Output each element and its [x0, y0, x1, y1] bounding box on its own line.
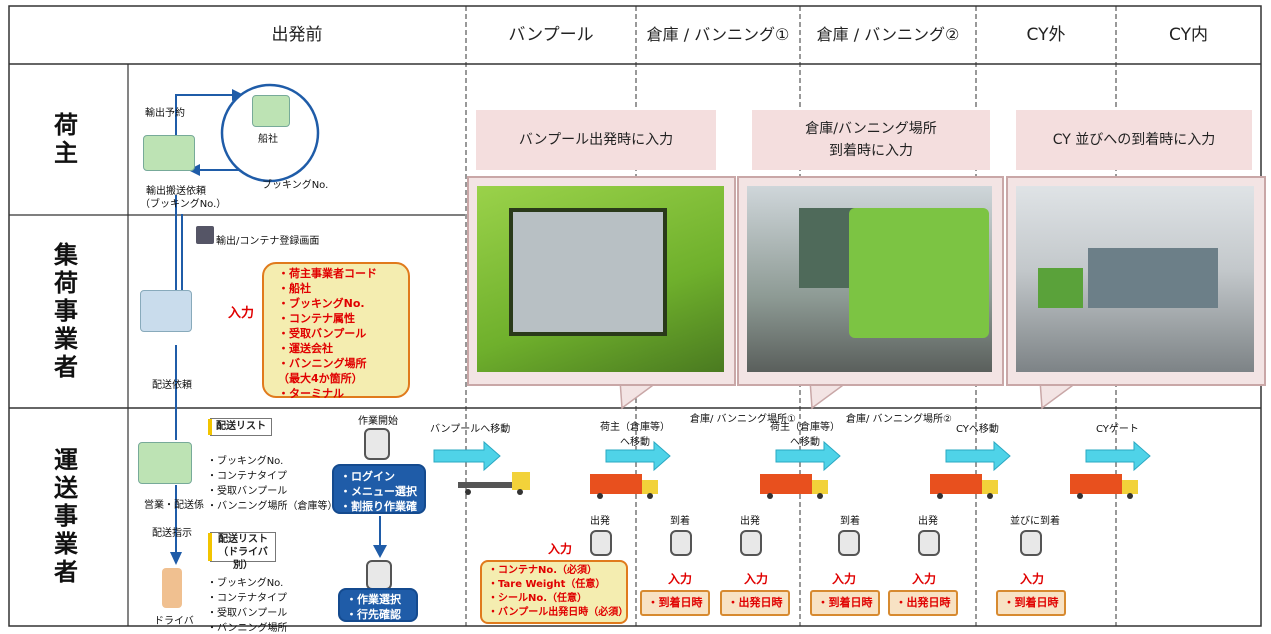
registration-item: ・ターミナル [278, 387, 344, 400]
delivery-list-item: ・コンテナタイプ [207, 471, 287, 482]
callout-cy: CY 並びへの到着時に入力 [1016, 110, 1252, 170]
delivery-request-label: 配送依頼 [152, 380, 192, 391]
registration-screen-label: 輸出/コンテナ登録画面 [216, 236, 320, 247]
mobile-phone-icon [670, 530, 692, 556]
header-cy-inside: CY内 [1169, 25, 1208, 45]
depart-label: 出発 [740, 516, 760, 527]
computer-icon [196, 226, 214, 244]
header-van-pool: バンプール [508, 25, 594, 45]
driver-list-tag: 配送リスト（ドライバ別） [208, 532, 276, 571]
arrive-label: 到着 [840, 516, 860, 527]
mobile-phone-icon [740, 530, 762, 556]
move-cy-label: CYへ移動 [956, 424, 999, 435]
move-shipper-label-2: 荷主（倉庫等）へ移動 [770, 422, 840, 448]
warehouse-location-1-label: 倉庫/ バンニング場所① [690, 414, 797, 425]
line-up-arrive-label: 並びに到着 [1010, 516, 1060, 527]
mobile-phone-icon [838, 530, 860, 556]
input-label: 入力 [832, 572, 857, 586]
header-pre-departure: 出発前 [271, 25, 323, 45]
delivery-list-item: ・バンニング場所（倉庫等） [207, 501, 338, 512]
shipping-company-label: 船社 [258, 134, 278, 145]
input-label: 入力 [744, 572, 769, 586]
departure-time-field: ・出発日時 [720, 590, 790, 616]
driver-list-item: ・受取バンプール [207, 608, 288, 619]
callout-warehouse: 倉庫/バンニング場所到着時に入力 [752, 110, 990, 170]
role-shipper: 荷主 [49, 111, 78, 168]
truck-icon [458, 472, 530, 495]
registration-item: （最大4か箇所） [278, 372, 363, 385]
registration-item: ・コンテナ属性 [278, 312, 355, 325]
registration-item: ・船社 [278, 282, 311, 295]
mobile-phone-icon [918, 530, 940, 556]
login-steps-box: ・ログイン ・メニュー選択 ・割振り作業確認 [332, 464, 426, 528]
delivery-list-item: ・ブッキングNo. [207, 456, 284, 467]
delivery-list-item: ・受取バンプール [207, 486, 288, 497]
export-reservation-label: 輸出予約 [145, 108, 185, 119]
move-van-pool-label: バンプールへ移動 [430, 424, 511, 435]
photo-driver-in-cab [467, 176, 736, 386]
departure-input-box: ・コンテナNo.（必須） ・Tare Weight（任意） ・シールNo.（任意… [480, 560, 628, 624]
mobile-phone-icon [590, 530, 612, 556]
header-cy-outside: CY外 [1026, 25, 1066, 45]
registration-item: ・運送会社 [278, 342, 333, 355]
header-warehouse-1: 倉庫 / バンニング① [646, 25, 790, 44]
registration-item: ・バンニング場所 [278, 357, 367, 370]
truck-icon [1070, 474, 1138, 499]
sales-worker-icon [138, 442, 192, 484]
delivery-list-tag: 配送リスト [208, 418, 272, 436]
arrival-time-field: ・到着日時 [810, 590, 880, 616]
export-request-sub: （ブッキングNo.） [140, 199, 227, 210]
booking-no-label: ブッキングNo. [262, 180, 329, 191]
arrival-time-field: ・到着日時 [996, 590, 1066, 616]
arrival-time-field: ・到着日時 [640, 590, 710, 616]
truck-icon [760, 474, 828, 499]
role-consolidator: 集荷事業者 [49, 241, 78, 382]
warehouse-location-2-label: 倉庫/ バンニング場所② [846, 414, 953, 425]
driver-label: ドライバ [154, 616, 194, 627]
driver-icon [162, 568, 182, 608]
callout-van-pool: バンプール出発時に入力 [476, 110, 716, 170]
work-select-box: ・作業選択 ・行先確認 [338, 588, 418, 622]
input-label: 入力 [228, 306, 255, 321]
mobile-phone-icon [364, 428, 390, 460]
ship-company-icon [252, 95, 290, 127]
mobile-phone-icon [1020, 530, 1042, 556]
photo-truck-at-warehouse [737, 176, 1004, 386]
input-label: 入力 [1020, 572, 1045, 586]
sales-delivery-label: 営業・配送係 [144, 500, 204, 511]
registration-item: ・ブッキングNo. [278, 297, 365, 310]
role-transporter: 運送事業者 [49, 447, 78, 587]
work-start-label: 作業開始 [358, 416, 398, 427]
consolidator-worker-icon [140, 290, 192, 332]
depart-label: 出発 [918, 516, 938, 527]
export-request-label: 輸出搬送依頼 [146, 186, 206, 197]
input-label: 入力 [548, 542, 573, 556]
registration-items-box: ・荷主事業者コード ・船社 ・ブッキングNo. ・コンテナ属性 ・受取バンプール… [262, 262, 410, 400]
registration-item: ・荷主事業者コード [278, 267, 377, 280]
truck-icon [930, 474, 998, 499]
move-shipper-label-1: 荷主（倉庫等）へ移動 [600, 422, 670, 448]
input-label: 入力 [912, 572, 937, 586]
truck-icon [590, 474, 658, 499]
input-label: 入力 [668, 572, 693, 586]
driver-list-item: ・ブッキングNo. [207, 578, 284, 589]
arrive-label: 到着 [670, 516, 690, 527]
driver-list-item: ・コンテナタイプ [207, 593, 287, 604]
photo-container-yard [1006, 176, 1266, 386]
departure-time-field: ・出発日時 [888, 590, 958, 616]
header-warehouse-2: 倉庫 / バンニング② [816, 25, 960, 44]
registration-item: ・受取バンプール [278, 327, 367, 340]
depart-label: 出発 [590, 516, 610, 527]
delivery-instruction-label: 配送指示 [152, 528, 192, 539]
office-worker-icon [143, 135, 195, 171]
cy-gate-label: CYゲート [1096, 424, 1139, 435]
